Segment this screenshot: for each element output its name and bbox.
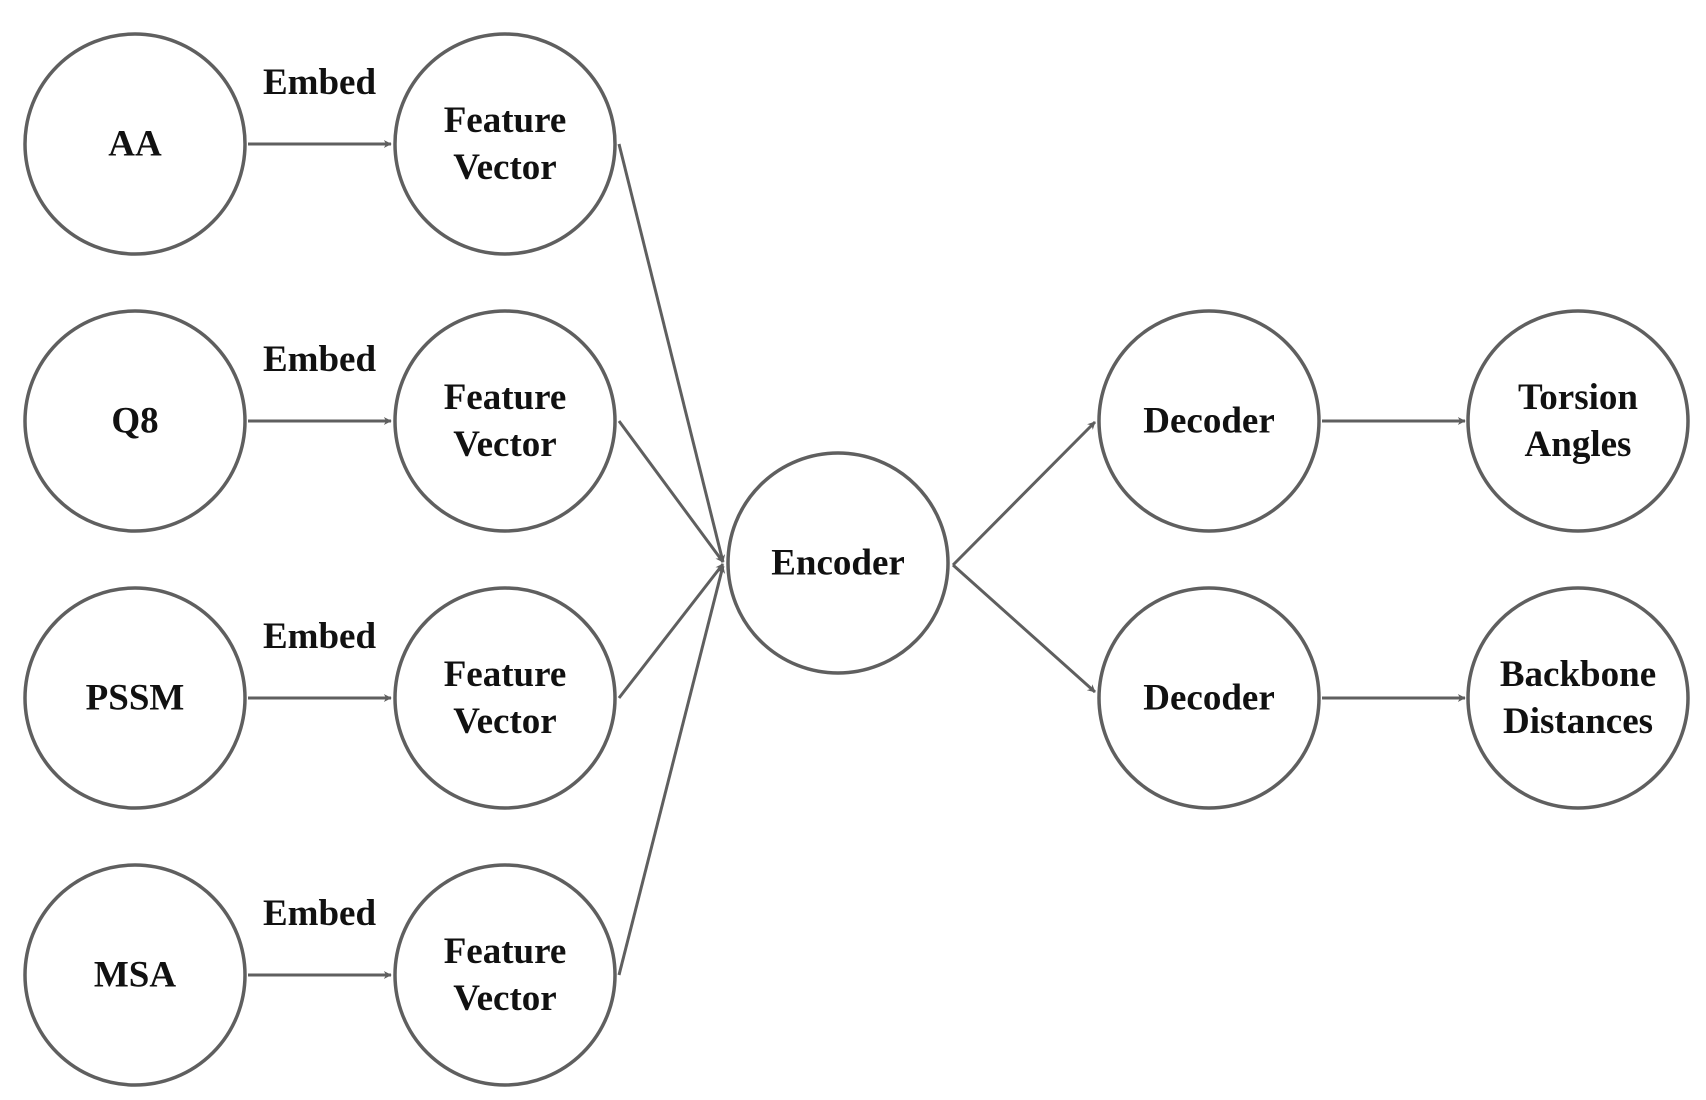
edge-pssm-to-fv3: Embed	[248, 616, 392, 702]
node-label: Q8	[111, 401, 158, 442]
node-circle	[393, 309, 617, 533]
edge-fv4-to-encoder	[617, 565, 726, 976]
node-decoder2: Decoder	[1097, 586, 1321, 810]
node-label: Decoder	[1143, 401, 1275, 442]
edge-arrow	[617, 565, 726, 976]
node-circle	[23, 32, 247, 256]
edge-arrow	[951, 420, 1097, 567]
node-label: Vector	[453, 978, 556, 1019]
edge-arrow	[617, 420, 725, 563]
node-circle	[1466, 586, 1690, 810]
edge-fv1-to-encoder	[617, 143, 726, 563]
node-label: MSA	[94, 955, 177, 996]
node-label: AA	[108, 124, 162, 165]
node-circle	[1097, 309, 1321, 533]
node-label: PSSM	[86, 678, 185, 719]
node-circle	[393, 32, 617, 256]
edge-msa-to-fv4: Embed	[248, 893, 392, 979]
node-encoder: Encoder	[726, 451, 950, 675]
edge-arrow	[952, 563, 1096, 694]
node-msa: MSA	[23, 863, 247, 1087]
node-label: Decoder	[1143, 678, 1275, 719]
node-decoder1: Decoder	[1097, 309, 1321, 533]
node-label: Angles	[1525, 424, 1632, 465]
edge-encoder-to-decoder1	[951, 420, 1097, 567]
node-label: Torsion	[1518, 377, 1638, 418]
edge-arrow	[617, 143, 726, 563]
edge-label-embed: Embed	[263, 893, 377, 934]
node-label: Vector	[453, 424, 556, 465]
node-circle	[726, 451, 950, 675]
edge-encoder-to-decoder2	[952, 563, 1096, 694]
edge-fv3-to-encoder	[617, 563, 725, 699]
edge-q8-to-fv2: Embed	[248, 339, 392, 425]
edge-label-embed: Embed	[263, 62, 377, 103]
node-label: Vector	[453, 147, 556, 188]
node-circle	[1097, 586, 1321, 810]
nodes-layer: AAQ8PSSMMSAFeatureVectorFeatureVectorFea…	[23, 32, 1690, 1087]
node-label: Feature	[444, 377, 567, 418]
node-label: Distances	[1503, 701, 1653, 742]
edge-fv2-to-encoder	[617, 420, 725, 563]
node-label: Vector	[453, 701, 556, 742]
edge-label-embed: Embed	[263, 616, 377, 657]
node-label: Backbone	[1500, 654, 1656, 695]
edge-arrow	[617, 563, 725, 699]
node-circle	[393, 586, 617, 810]
node-circle	[1466, 309, 1690, 533]
node-label: Feature	[444, 100, 567, 141]
edge-aa-to-fv1: Embed	[248, 62, 392, 148]
node-pssm: PSSM	[23, 586, 247, 810]
node-circle	[23, 863, 247, 1087]
node-label: Encoder	[771, 543, 905, 584]
node-label: Feature	[444, 931, 567, 972]
node-aa: AA	[23, 32, 247, 256]
edge-label-embed: Embed	[263, 339, 377, 380]
node-circle	[23, 309, 247, 533]
node-circle	[393, 863, 617, 1087]
node-q8: Q8	[23, 309, 247, 533]
node-circle	[23, 586, 247, 810]
node-label: Feature	[444, 654, 567, 695]
